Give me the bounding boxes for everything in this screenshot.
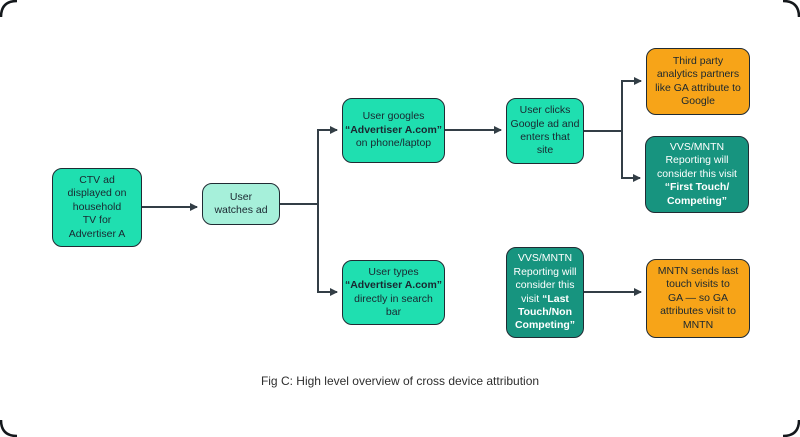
node-last-touch-non-competing-label: VVS/MNTN Reporting will consider this vi… — [513, 252, 576, 333]
node-user-watches-ad: User watches ad — [202, 183, 280, 225]
node-last-touch-non-competing: VVS/MNTN Reporting will consider this vi… — [506, 247, 584, 338]
node-last-touch-text-bold: “Last Touch/Non Competing” — [514, 292, 576, 332]
node-user-types-directly-label: User types “Advertiser A.com” directly i… — [345, 266, 442, 320]
node-user-types-directly: User types “Advertiser A.com” directly i… — [342, 260, 445, 325]
node-user-types-text-pre: User types — [368, 265, 419, 278]
node-user-watches-ad-label: User watches ad — [214, 190, 268, 216]
node-mntn-sends-last-touch: MNTN sends last touch visits to GA — so … — [646, 259, 750, 338]
node-first-touch-competing-label: VVS/MNTN Reporting will consider this vi… — [657, 141, 737, 208]
node-user-googles-text-post: on phone/laptop — [355, 137, 432, 150]
node-third-party-analytics-label: Third party analytics partners like GA a… — [655, 54, 741, 107]
node-user-googles-label: User googles “Advertiser A.com” on phone… — [345, 110, 442, 150]
node-user-types-text-post: directly in search bar — [354, 292, 433, 318]
node-last-touch-text-pre: VVS/MNTN Reporting will consider this vi… — [513, 252, 577, 305]
node-ctv-ad-label: CTV ad displayed on household TV for Adv… — [67, 173, 127, 240]
node-first-touch-text-bold: “First Touch/ Competing” — [664, 181, 730, 207]
figure-caption: Fig C: High level overview of cross devi… — [260, 374, 540, 388]
node-third-party-analytics: Third party analytics partners like GA a… — [646, 48, 750, 115]
node-mntn-sends-last-touch-label: MNTN sends last touch visits to GA — so … — [657, 264, 739, 331]
node-user-googles-text-bold: “Advertiser A.com” — [344, 123, 443, 136]
node-user-clicks-google-ad: User clicks Google ad and enters that si… — [506, 98, 584, 164]
node-first-touch-text-pre: VVS/MNTN Reporting will consider this vi… — [657, 140, 737, 180]
node-first-touch-competing: VVS/MNTN Reporting will consider this vi… — [645, 136, 749, 213]
node-user-clicks-google-ad-label: User clicks Google ad and enters that si… — [510, 104, 580, 157]
node-user-googles: User googles “Advertiser A.com” on phone… — [342, 98, 445, 163]
node-user-types-text-bold: “Advertiser A.com” — [344, 279, 443, 292]
node-ctv-ad: CTV ad displayed on household TV for Adv… — [52, 168, 142, 247]
node-user-googles-text-pre: User googles — [362, 110, 425, 123]
